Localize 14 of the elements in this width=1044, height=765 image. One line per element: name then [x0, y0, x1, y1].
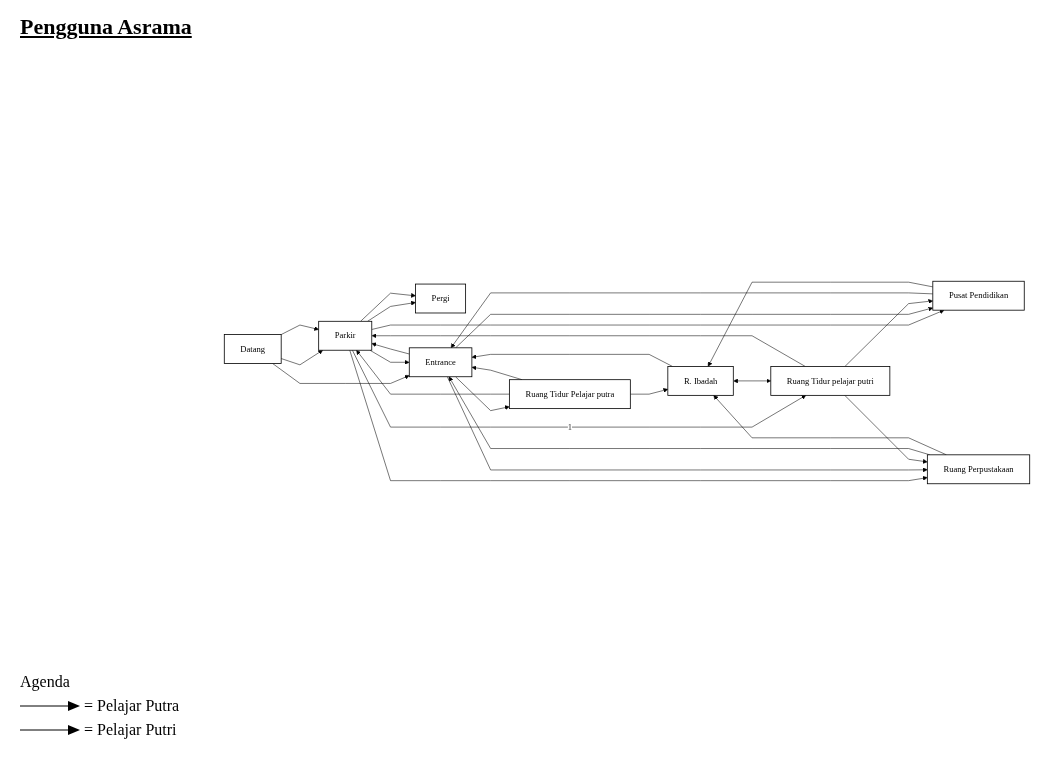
diagram-title: Pengguna Asrama [20, 14, 192, 40]
legend-text: = Pelajar Putra [84, 697, 180, 715]
node-box: Ruang Tidur pelajar putri [770, 366, 891, 396]
legend-heading: Agenda [20, 673, 70, 691]
edge-label: 1 [567, 422, 572, 432]
node-box: Parkir [318, 320, 373, 351]
node-box: R. Ibadah [667, 366, 734, 396]
node-box: Datang [223, 334, 282, 364]
node-box: Ruang Perpustakaan [926, 454, 1031, 485]
node-box: Ruang Tidur Pelajar putra [509, 379, 631, 409]
legend-text: = Pelajar Putri [84, 721, 177, 739]
node-box: Entrance [408, 347, 473, 378]
node-box: Pusat Pendidikan [932, 280, 1025, 311]
node-box: Pergi [415, 283, 466, 314]
